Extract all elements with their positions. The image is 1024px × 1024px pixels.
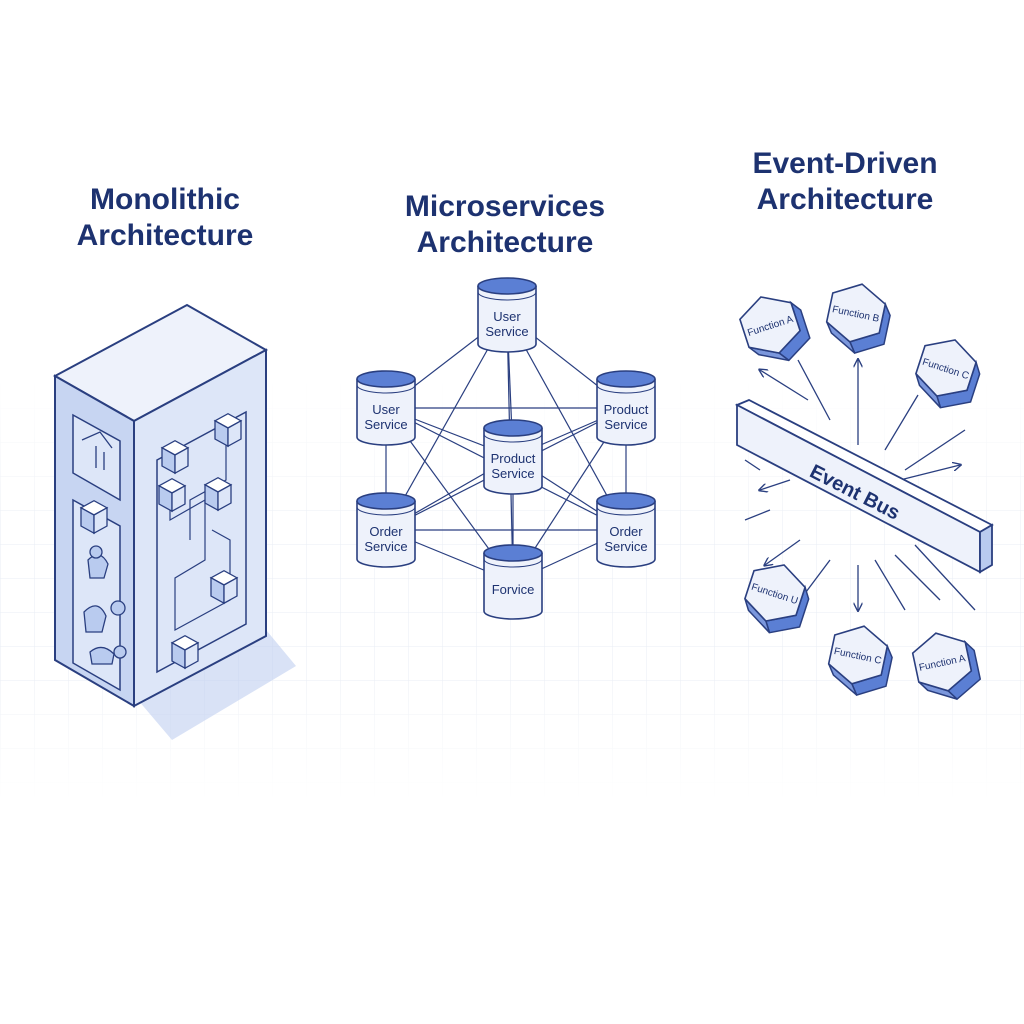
monolith-shadow xyxy=(138,625,296,740)
monolith-component-cube xyxy=(170,634,200,670)
function-node-fn6: Function A xyxy=(911,632,982,701)
service-connection xyxy=(385,314,508,531)
service-label: Service xyxy=(485,324,528,339)
event-flow-arrow xyxy=(894,554,941,601)
service-label: Forvice xyxy=(492,582,535,597)
monolith-component-cube xyxy=(209,569,239,605)
microservices-title-line2: Architecture xyxy=(416,226,594,259)
service-label: Service xyxy=(604,539,647,554)
event-flow-arrow xyxy=(904,429,966,471)
monolith-components xyxy=(79,412,243,670)
event-driven-title-line1: Event-Driven xyxy=(752,147,938,180)
monolithic-title-line2: Architecture xyxy=(76,219,254,252)
service-label: Product xyxy=(491,451,536,466)
monolith-component-cube xyxy=(203,476,233,512)
monolith-front-panel-upper-detail xyxy=(81,431,113,470)
service-label: Service xyxy=(364,539,407,554)
event-flow-arrows xyxy=(744,359,976,611)
function-node-fn5: Function C xyxy=(827,625,893,696)
event-driven-title: Event-Driven Architecture xyxy=(720,146,970,218)
event-bus: Event Bus xyxy=(734,399,994,574)
service-label: Order xyxy=(369,524,403,539)
microservices-title-line1: Microservices xyxy=(404,190,606,223)
monolith-front-figures xyxy=(83,545,127,665)
event-flow-arrow xyxy=(744,509,771,521)
event-flow-arrow xyxy=(760,479,791,490)
service-label: User xyxy=(493,309,521,324)
event-flow-arrow xyxy=(760,370,809,401)
service-nodes: UserServiceUserServiceProductServiceProd… xyxy=(356,277,656,620)
event-flow-arrow xyxy=(884,394,919,451)
service-label: Service xyxy=(491,466,534,481)
monolith-component-cube xyxy=(160,439,190,475)
monolithic-title-line1: Monolithic xyxy=(90,183,240,216)
service-label: Order xyxy=(609,524,643,539)
event-bus-end xyxy=(979,523,993,574)
event-flow-arrow xyxy=(765,539,801,565)
event-driven-title-line2: Architecture xyxy=(756,183,934,216)
microservices-title: Microservices Architecture xyxy=(380,189,630,261)
monolith-component-cube xyxy=(79,499,109,535)
service-label: Service xyxy=(604,417,647,432)
service-connection xyxy=(506,314,627,531)
monolith-wiring xyxy=(169,480,231,632)
monolithic-title: Monolithic Architecture xyxy=(40,182,290,254)
event-flow-arrow xyxy=(899,465,960,481)
event-flow-arrow xyxy=(874,559,906,611)
monolith-component-cube xyxy=(213,412,243,448)
service-node-bottom: Forvice xyxy=(483,544,543,620)
event-flow-arrow xyxy=(914,544,976,611)
service-label: User xyxy=(372,402,400,417)
function-node-fn3: Function C xyxy=(915,339,981,409)
event-flow-arrow xyxy=(797,359,831,421)
service-label: Service xyxy=(364,417,407,432)
event-flow-arrow xyxy=(744,459,761,471)
monolith-component-cube xyxy=(157,477,187,513)
service-label: Product xyxy=(604,402,649,417)
function-node-fn2: Function B xyxy=(825,283,891,354)
function-node-fn1: Function A xyxy=(739,296,811,362)
function-node-fn4: Function U xyxy=(744,564,810,634)
